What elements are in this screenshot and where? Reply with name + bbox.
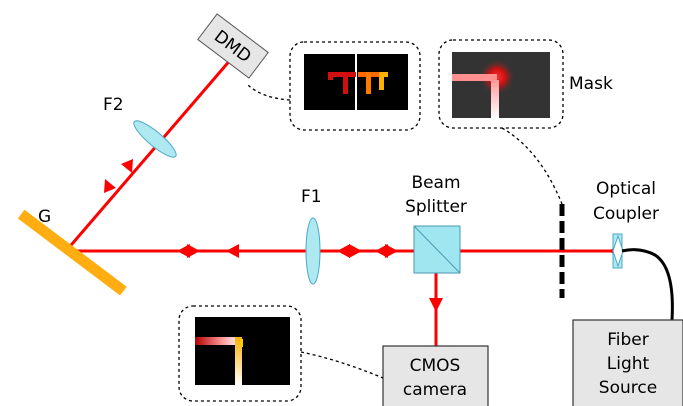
arrow-diag-2: [104, 179, 116, 193]
fiber-source-label-2: Light: [607, 354, 650, 374]
beam-direction-arrows: [104, 159, 620, 312]
camera-image-inset: [178, 305, 384, 402]
grating-label: G: [38, 207, 51, 227]
optical-coupler-label-2: Coupler: [593, 204, 659, 224]
lens-f1: [305, 217, 321, 285]
cmos-camera: CMOS camera: [382, 345, 489, 406]
grating-g: [17, 209, 127, 296]
diffracted-beam-line: [64, 57, 234, 252]
mask-label: Mask: [569, 74, 613, 94]
fiber-source-label-1: Fiber: [607, 330, 649, 350]
lens-f2-label: F2: [103, 95, 124, 115]
fiber-source-label-3: Source: [599, 378, 657, 398]
lens-f2: [133, 120, 177, 158]
optical-coupler: [612, 233, 624, 269]
mask-callout-line: [501, 127, 563, 205]
arrow-right-3: [385, 244, 398, 258]
fiber-light-source: Fiber Light Source: [572, 319, 683, 406]
arrow-right-1: [187, 244, 200, 258]
dmd-component: DMD: [197, 13, 269, 79]
arrow-left-1: [177, 244, 190, 258]
mask-pattern-inset: Mask: [438, 39, 613, 129]
fiber-cable: [621, 248, 674, 321]
camera-image-icon: [195, 317, 290, 385]
arrow-left-3: [337, 244, 350, 258]
arrow-down-camera: [429, 298, 443, 312]
arrow-left-2: [226, 244, 239, 258]
cmos-label-2: camera: [403, 380, 467, 400]
arrow-left-4: [375, 244, 388, 258]
lens-f1-label: F1: [301, 187, 322, 207]
beam-splitter: [413, 225, 461, 274]
optical-coupler-label-1: Optical: [596, 179, 656, 199]
arrow-right-2: [349, 244, 362, 258]
beam-splitter-label-1: Beam: [411, 173, 460, 193]
dmd-pattern-inset: [247, 41, 421, 131]
beam-splitter-label-2: Splitter: [405, 197, 467, 217]
arrow-diag-1: [121, 159, 133, 173]
cmos-label-1: CMOS: [410, 356, 461, 376]
